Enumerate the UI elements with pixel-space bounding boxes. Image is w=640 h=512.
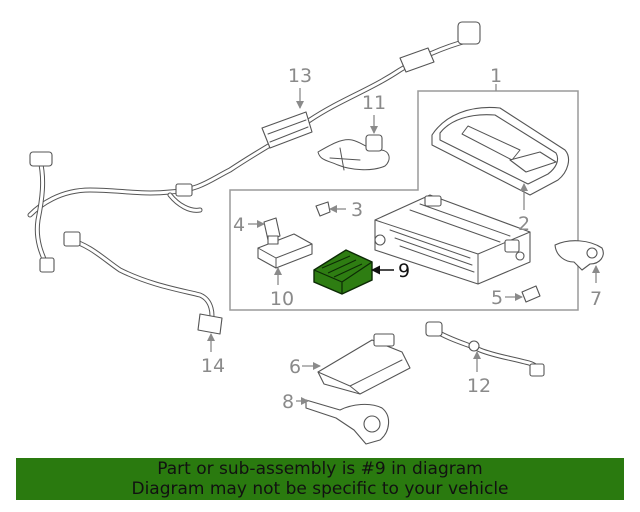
callout-3: 3 xyxy=(351,199,363,221)
callout-1: 1 xyxy=(490,65,502,87)
part-5-clip xyxy=(521,285,541,303)
leader-lines xyxy=(207,84,600,405)
callout-5: 5 xyxy=(491,287,503,309)
callout-10: 10 xyxy=(270,288,294,310)
part-7-bracket xyxy=(554,240,604,271)
part-1-cover xyxy=(431,106,570,196)
part-6-bracket xyxy=(317,333,411,395)
banner-line-2: Diagram may not be specific to your vehi… xyxy=(131,479,509,499)
part-11-harness xyxy=(317,134,390,171)
callout-11: 11 xyxy=(362,92,386,114)
part-8-bracket xyxy=(305,399,390,445)
battery-pack xyxy=(374,194,531,285)
callout-7: 7 xyxy=(590,288,602,310)
part-10-module xyxy=(257,233,313,269)
callout-8: 8 xyxy=(282,391,294,413)
part-12-cable xyxy=(425,321,545,377)
part-3-clip xyxy=(315,201,331,217)
callout-13: 13 xyxy=(288,65,312,87)
callout-labels: 1 2 3 4 5 6 7 8 9 10 11 12 13 14 xyxy=(201,65,602,413)
callout-6: 6 xyxy=(289,356,301,378)
part-4-bracket xyxy=(263,217,281,241)
wiring-harness xyxy=(27,21,481,335)
banner-line-1: Part or sub-assembly is #9 in diagram xyxy=(157,459,483,479)
callout-2: 2 xyxy=(518,213,530,235)
callout-12: 12 xyxy=(467,375,491,397)
callout-9: 9 xyxy=(398,260,410,282)
info-banner: Part or sub-assembly is #9 in diagram Di… xyxy=(16,458,624,500)
assembly-frame-outer xyxy=(229,90,579,311)
callout-14: 14 xyxy=(201,355,225,377)
part-9-highlighted xyxy=(313,249,373,295)
callout-4: 4 xyxy=(233,214,245,236)
